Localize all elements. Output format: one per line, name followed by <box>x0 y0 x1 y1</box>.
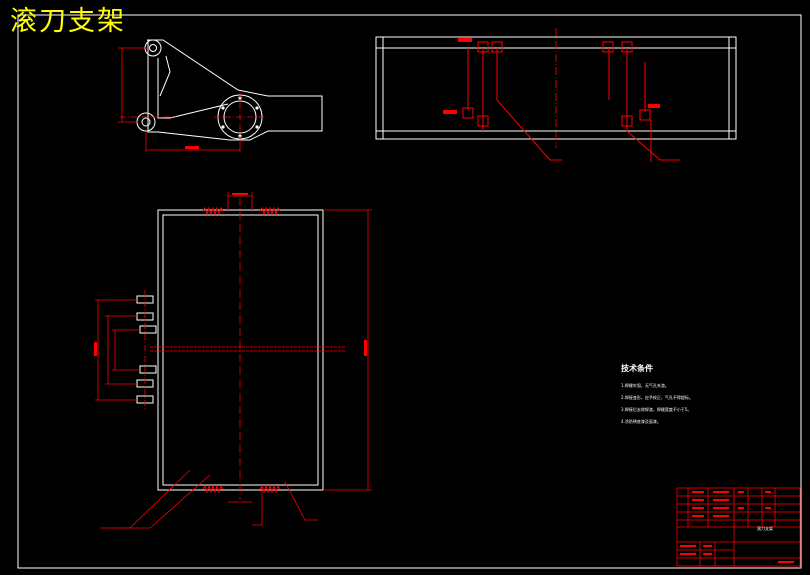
bracket-side-view <box>136 39 323 141</box>
technical-note: 2.焊接变形，应予校正，气孔不得超标。 <box>621 395 693 400</box>
plan-view-cross-shaft <box>150 346 345 352</box>
front-view-rods <box>443 38 680 162</box>
title-block-cell-text <box>680 491 794 563</box>
title-block-grid <box>676 487 801 567</box>
plan-view-dimensions <box>100 192 372 529</box>
technical-note: 3.焊接后去除焊渣，焊缝宽度不小于5。 <box>621 407 692 412</box>
drawing-title: 滚刀支架 <box>10 6 126 37</box>
plan-view-bolt-group <box>136 295 157 404</box>
plan-view-frame <box>157 209 324 491</box>
pivot-hole-bottom <box>141 117 151 127</box>
sheet-border <box>17 14 802 569</box>
plan-view-springs <box>202 206 281 494</box>
pivot-boss-bottom <box>136 112 156 132</box>
technical-requirements-list: 1.焊缝牢固，无气孔夹渣。 2.焊接变形，应予校正，气孔不得超标。 3.焊接后去… <box>621 380 693 428</box>
bracket-outline <box>147 39 323 141</box>
pivot-hole-top <box>149 44 157 52</box>
technical-requirements-heading: 技术条件 <box>621 364 653 373</box>
technical-note: 4.涂防锈底漆及面漆。 <box>621 419 661 424</box>
bracket-dimensions <box>118 47 266 152</box>
title-block-drawing-name: 滚刀支架 <box>757 526 773 531</box>
plan-view-bolt-dimensions <box>94 290 146 410</box>
technical-note: 1.焊缝牢固，无气孔夹渣。 <box>621 383 669 388</box>
bracket-inner-edge <box>157 58 229 119</box>
technical-requirements: 技术条件 1.焊缝牢固，无气孔夹渣。 2.焊接变形，应予校正，气孔不得超标。 3… <box>621 363 693 428</box>
bracket-inner-edge-2 <box>159 55 171 97</box>
